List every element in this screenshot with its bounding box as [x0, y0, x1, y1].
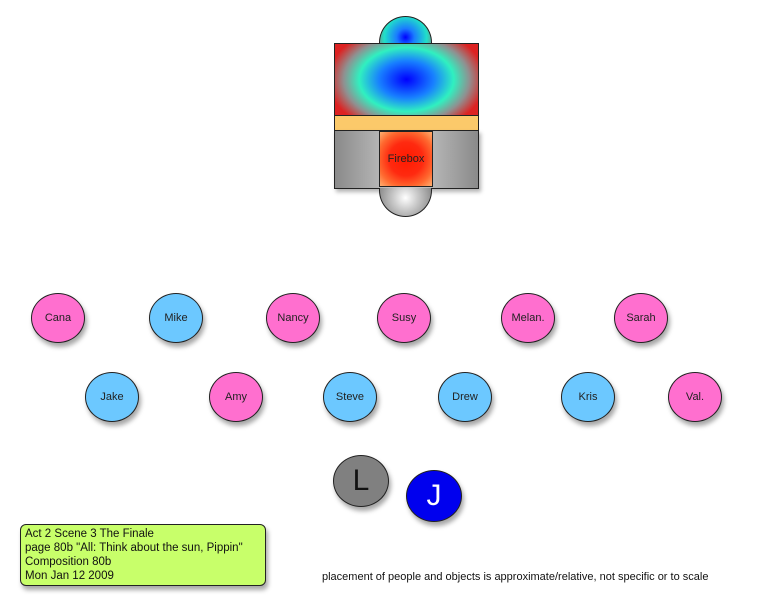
person-amy: Amy	[209, 372, 263, 422]
lead-l: L	[333, 455, 389, 507]
lead-j: J	[406, 470, 462, 522]
person-label: Susy	[391, 312, 417, 324]
person-label: Cana	[44, 312, 72, 324]
lead-label: L	[352, 464, 370, 497]
person-susy: Susy	[377, 293, 431, 343]
person-label: Sarah	[626, 312, 656, 324]
person-cana: Cana	[31, 293, 85, 343]
person-label: Steve	[335, 391, 365, 403]
person-label: Jake	[100, 391, 124, 403]
lead-label: J	[426, 479, 442, 512]
scene-note: Act 2 Scene 3 The Finale page 80b "All: …	[20, 524, 266, 586]
stove-top-burner	[334, 43, 479, 116]
person-val: Val.	[668, 372, 722, 422]
person-label: Amy	[225, 391, 247, 403]
firebox: Firebox	[379, 131, 433, 187]
person-label: Drew	[452, 391, 478, 403]
note-line-composition: Composition 80b	[25, 556, 112, 568]
note-line-page: page 80b "All: Think about the sun, Pipp…	[25, 542, 243, 554]
person-label: Mike	[164, 312, 188, 324]
note-line-date: Mon Jan 12 2009	[25, 570, 114, 582]
firebox-label: Firebox	[387, 153, 425, 165]
person-label: Melan.	[511, 312, 545, 324]
person-label: Val.	[685, 391, 705, 403]
person-kris: Kris	[561, 372, 615, 422]
disclaimer-caption: placement of people and objects is appro…	[322, 571, 709, 583]
person-melan: Melan.	[501, 293, 555, 343]
stove-band	[334, 116, 479, 130]
person-jake: Jake	[85, 372, 139, 422]
person-mike: Mike	[149, 293, 203, 343]
person-steve: Steve	[323, 372, 377, 422]
note-line-scene: Act 2 Scene 3 The Finale	[25, 528, 154, 540]
person-nancy: Nancy	[266, 293, 320, 343]
person-label: Kris	[578, 391, 598, 403]
person-label: Nancy	[277, 312, 309, 324]
person-sarah: Sarah	[614, 293, 668, 343]
stove-bottom-knob	[379, 188, 432, 217]
person-drew: Drew	[438, 372, 492, 422]
